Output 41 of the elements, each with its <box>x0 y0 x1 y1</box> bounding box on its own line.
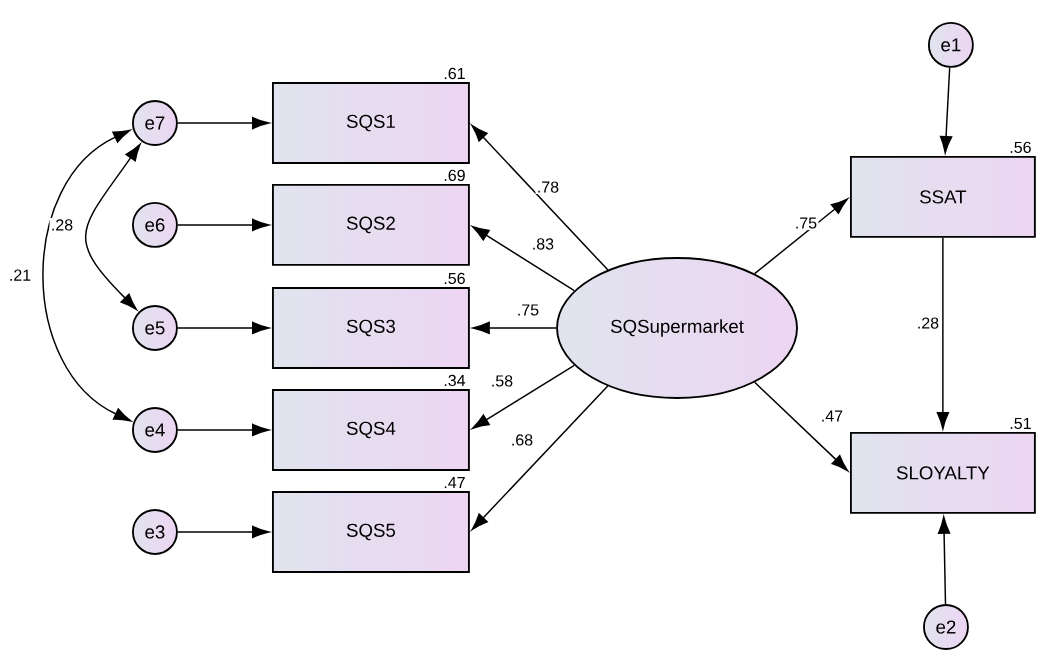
value-label: .56 <box>444 272 465 285</box>
arrow <box>85 143 141 311</box>
arrow <box>472 364 576 429</box>
edge-label: .83 <box>530 237 556 251</box>
arrow <box>177 423 270 437</box>
arrow <box>753 198 849 275</box>
edge-label: .28 <box>49 217 75 232</box>
variable-box: SQS1 <box>272 82 470 164</box>
arrow <box>471 385 609 531</box>
variable-box: SLOYALTY <box>849 432 1036 514</box>
edge-label: .58 <box>489 373 515 388</box>
arrow <box>42 129 132 422</box>
edge-label: .68 <box>509 433 535 447</box>
edge-label: .47 <box>819 409 845 423</box>
variable-box: SQS4 <box>272 389 470 471</box>
arrow <box>936 237 950 430</box>
arrow <box>471 226 576 292</box>
value-label: .47 <box>444 477 465 489</box>
value-label: .34 <box>444 374 466 387</box>
variable-box: SQS2 <box>272 184 470 266</box>
value-label: .51 <box>1010 417 1031 430</box>
value-label: .69 <box>444 169 465 182</box>
variable-box: SSAT <box>849 156 1036 238</box>
value-label: .56 <box>1010 141 1031 154</box>
arrow <box>177 525 270 539</box>
edge-label: .78 <box>535 180 561 195</box>
variable-box: SQS5 <box>272 491 470 573</box>
arrow <box>753 381 849 472</box>
arrow <box>177 218 270 232</box>
edge-label: .75 <box>515 303 541 317</box>
value-label: .61 <box>444 67 465 80</box>
arrow <box>939 67 953 154</box>
edge-label: .75 <box>793 216 819 230</box>
edge-label: .21 <box>7 268 33 282</box>
edge-label: .28 <box>915 316 941 331</box>
arrow <box>177 116 270 130</box>
arrow <box>472 321 557 335</box>
variable-box: SQS3 <box>272 287 470 369</box>
arrow <box>937 516 951 605</box>
arrow <box>471 124 609 271</box>
arrow <box>177 321 270 335</box>
